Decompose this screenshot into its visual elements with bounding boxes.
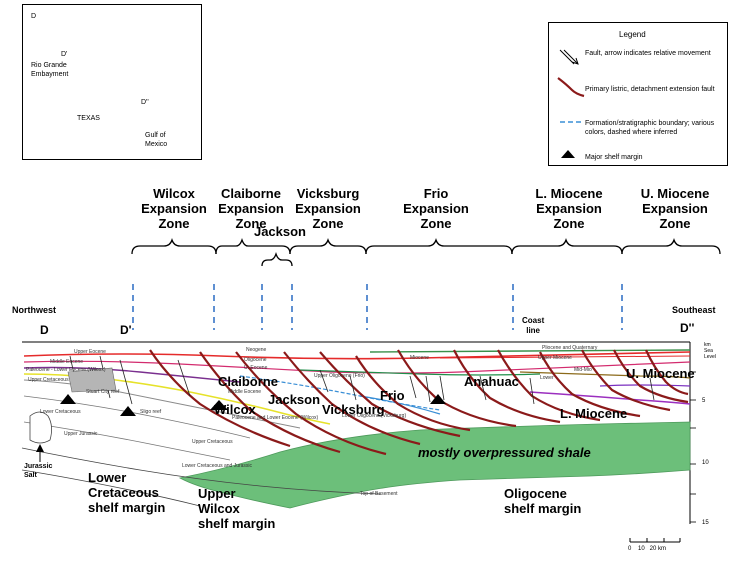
zone-umiocene: U. Miocene Expansion Zone (640, 186, 710, 231)
sl-neogene: Neogene (246, 347, 267, 353)
sl-paleo-lower-eocene: Paleocene - Lower Eocene (Wilcox) (26, 367, 106, 373)
sl-lower-oligocene: Lower Oligocene (Vicksburg) (342, 413, 407, 419)
legend: Legend Fault, arrow indicates relative m… (548, 22, 728, 166)
zone-jackson: Jackson (253, 224, 307, 239)
legend-item-fault: Fault, arrow indicates relative movement (585, 50, 711, 57)
sl-sligo: Sligo reef (140, 409, 162, 415)
label-vicksburg: Vicksburg (322, 402, 385, 417)
brace-lmiocene (511, 237, 623, 255)
label-jackson: Jackson (268, 392, 321, 407)
sl-lower-cret-jurassic: Lower Cretaceous and Jurassic (182, 463, 253, 469)
brace-umiocene (621, 237, 721, 255)
depth-15: 15 (702, 520, 709, 526)
scale-bar (629, 538, 681, 543)
sl-top-basement: Top of Basement (360, 491, 398, 497)
southeast-label: Southeast (672, 305, 716, 315)
sl-upper-cretaceous2: Upper Cretaceous (192, 439, 233, 445)
zone-frio: Frio Expansion Zone (403, 186, 469, 231)
section-d-prime: D' (120, 323, 132, 337)
scale-label: 0 10 20 km (628, 546, 667, 552)
brace-jackson (261, 251, 293, 267)
zone-lmiocene: L. Miocene Expansion Zone (535, 186, 603, 231)
coast-line-label: Coast line (522, 316, 545, 335)
sl-upper-jurassic: Upper Jurassic (64, 431, 98, 437)
shelf-margin-triangles (60, 394, 446, 416)
label-oligocene-margin: Oligocene shelf margin (504, 486, 582, 516)
sl-miocene: Miocene (410, 355, 429, 361)
brace-vicksburg (289, 237, 367, 255)
inset-label-d: D (31, 13, 37, 20)
label-wilcox: Wilcox (214, 402, 256, 417)
listric-fault-icon (557, 77, 585, 98)
zone-claiborne: Claiborne Expansion Zone (218, 186, 284, 231)
sl-oligocene: Oligocene (244, 357, 267, 363)
brace-frio (365, 237, 513, 255)
km-sea-level-label: km Sea Level (704, 342, 716, 360)
sl-upper-cret: Upper Cretaceous (28, 377, 69, 383)
inset-map: D D' Rio Grande Embayment TEXAS D'' Gulf… (22, 4, 202, 160)
inset-label-gulf: Gulf of Mexico (145, 132, 168, 148)
zone-boundary-dashes (132, 284, 623, 330)
sl-middle-eocene: Middle Eocene (50, 359, 84, 365)
sl-paleocene-wilcox: Paleocene and Lower Eocene (Wilcox) (232, 415, 319, 421)
label-upper-wilcox-margin: Upper Wilcox shelf margin (198, 486, 276, 531)
fault-arrow-icon (559, 49, 579, 65)
sl-upper-miocene: Upper Miocene (538, 355, 572, 361)
legend-item-shelf: Major shelf margin (585, 154, 643, 161)
inset-label-d-double: D'' (141, 99, 149, 106)
sl-mid-mio: Mid-Mio (574, 367, 592, 373)
label-lmiocene: L. Miocene (560, 406, 628, 421)
listric-faults (149, 349, 689, 456)
sl-upper-oligocene: Upper Oligocene (Frio) (314, 373, 365, 379)
legend-title: Legend (619, 30, 646, 39)
northwest-label: Northwest (12, 305, 57, 315)
triangle-icon (561, 150, 575, 158)
section-d-double: D'' (680, 321, 695, 335)
label-claiborne: Claiborne (218, 374, 278, 389)
label-frio: Frio (380, 388, 405, 403)
label-umiocene: U. Miocene (626, 366, 695, 381)
legend-item-boundary: Formation/stratigraphic boundary; variou… (585, 120, 715, 136)
inset-label-d-prime: D' (61, 51, 68, 58)
sl-plio-quat: Pliocene and Quaternary (542, 345, 598, 351)
label-anahuac: Anahuac (464, 374, 519, 389)
inset-label-texas: TEXAS (77, 115, 100, 122)
jurassic-salt-label: Jurassic Salt (24, 463, 53, 479)
legend-icons (557, 49, 585, 158)
sl-upper-eocene: Upper Eocene (74, 349, 106, 355)
zone-vicksburg: Vicksburg Expansion Zone (295, 186, 361, 231)
sl-middle-eocene2: Middle Eocene (228, 389, 262, 395)
sl-lower-cret: Lower Cretaceous (40, 409, 81, 415)
label-lower-cret-margin: Lower Cretaceous shelf margin (88, 470, 166, 515)
section-d: D (40, 323, 49, 337)
zone-wilcox: Wilcox Expansion Zone (141, 186, 207, 231)
depth-10: 10 (702, 460, 709, 466)
inset-label-rio: Rio Grande Embayment (31, 62, 69, 78)
brace-claiborne (215, 237, 291, 255)
depth-scale (690, 371, 696, 523)
sl-lower: Lower (540, 375, 554, 381)
overpressure-label: mostly overpressured shale (418, 445, 591, 460)
depth-5: 5 (702, 398, 706, 404)
brace-wilcox (131, 237, 217, 255)
cross-section-body (21, 341, 696, 543)
zone-braces (131, 237, 721, 267)
sl-stuart-city: Stuart City reef (86, 389, 120, 395)
sl-u-eocene: U. Eocene (244, 365, 268, 371)
legend-item-listric: Primary listric, detachment extension fa… (585, 86, 715, 93)
